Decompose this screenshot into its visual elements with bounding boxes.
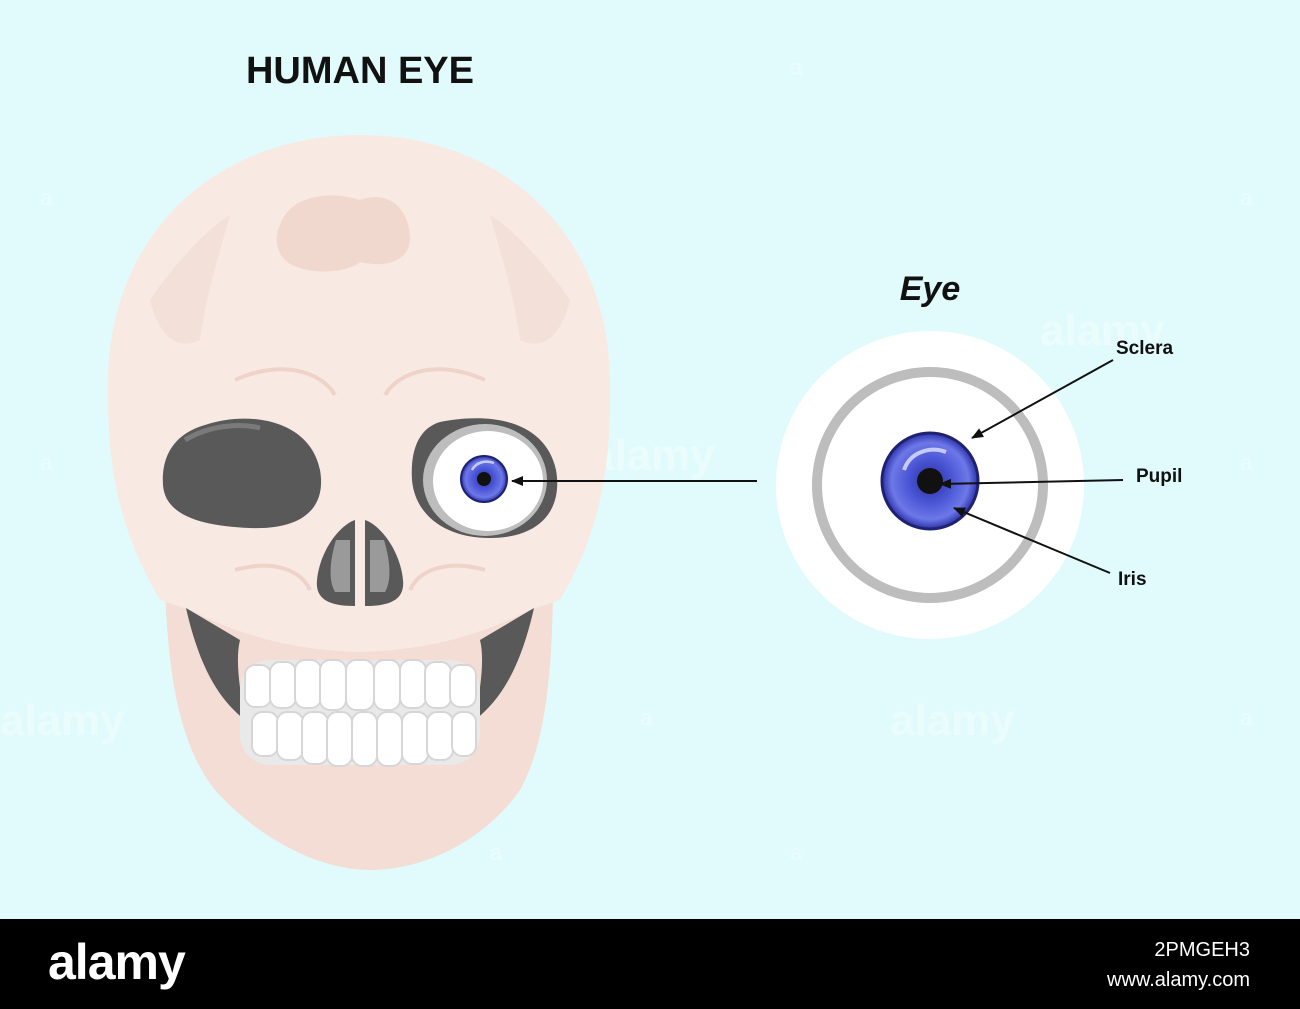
temple-shading-right bbox=[490, 215, 570, 344]
footer-image-id: 2PMGEH3 bbox=[1154, 939, 1250, 961]
eye-subtitle: Eye bbox=[900, 270, 961, 308]
svg-text:a: a bbox=[790, 840, 803, 865]
watermark-text: alamy bbox=[0, 696, 125, 745]
iris-arrow bbox=[953, 507, 1111, 574]
svg-text:a: a bbox=[1240, 450, 1253, 475]
footer-url: www.alamy.com bbox=[1107, 969, 1250, 991]
sclera-label: Sclera bbox=[1116, 338, 1173, 359]
sclera-arrow bbox=[971, 359, 1114, 439]
footer-logo: alamy bbox=[48, 934, 186, 990]
eye-detail-pupil bbox=[917, 468, 943, 494]
jaw-gap-left bbox=[186, 608, 245, 720]
watermark-text: alamy bbox=[590, 431, 715, 480]
watermark-layer: alamy alamy alamy alamy alamy a a a a a … bbox=[0, 55, 1253, 865]
skull bbox=[107, 135, 611, 870]
svg-text:a: a bbox=[790, 55, 803, 80]
watermark-text: alamy bbox=[890, 696, 1015, 745]
teeth bbox=[240, 659, 480, 767]
svg-text:a: a bbox=[40, 450, 53, 475]
eye-detail bbox=[776, 331, 1084, 639]
temple-shading-left bbox=[150, 215, 230, 344]
jaw-gap-right bbox=[475, 608, 534, 720]
pupil-arrow bbox=[939, 478, 1124, 489]
skull-eyeball bbox=[423, 424, 547, 536]
diagram-title: HUMAN EYE bbox=[246, 50, 474, 92]
left-eye-socket bbox=[162, 418, 322, 529]
svg-text:a: a bbox=[1240, 705, 1253, 730]
nasal-cavity bbox=[316, 520, 404, 606]
pupil-label: Pupil bbox=[1136, 466, 1182, 487]
footer-bar: alamy 2PMGEH3 www.alamy.com bbox=[0, 919, 1300, 1009]
watermark-text: alamy bbox=[1040, 306, 1165, 355]
iris-label: Iris bbox=[1118, 569, 1147, 590]
svg-text:a: a bbox=[40, 185, 53, 210]
svg-text:a: a bbox=[1240, 185, 1253, 210]
svg-text:a: a bbox=[640, 705, 653, 730]
svg-text:a: a bbox=[490, 840, 503, 865]
forehead-shading bbox=[276, 195, 410, 272]
